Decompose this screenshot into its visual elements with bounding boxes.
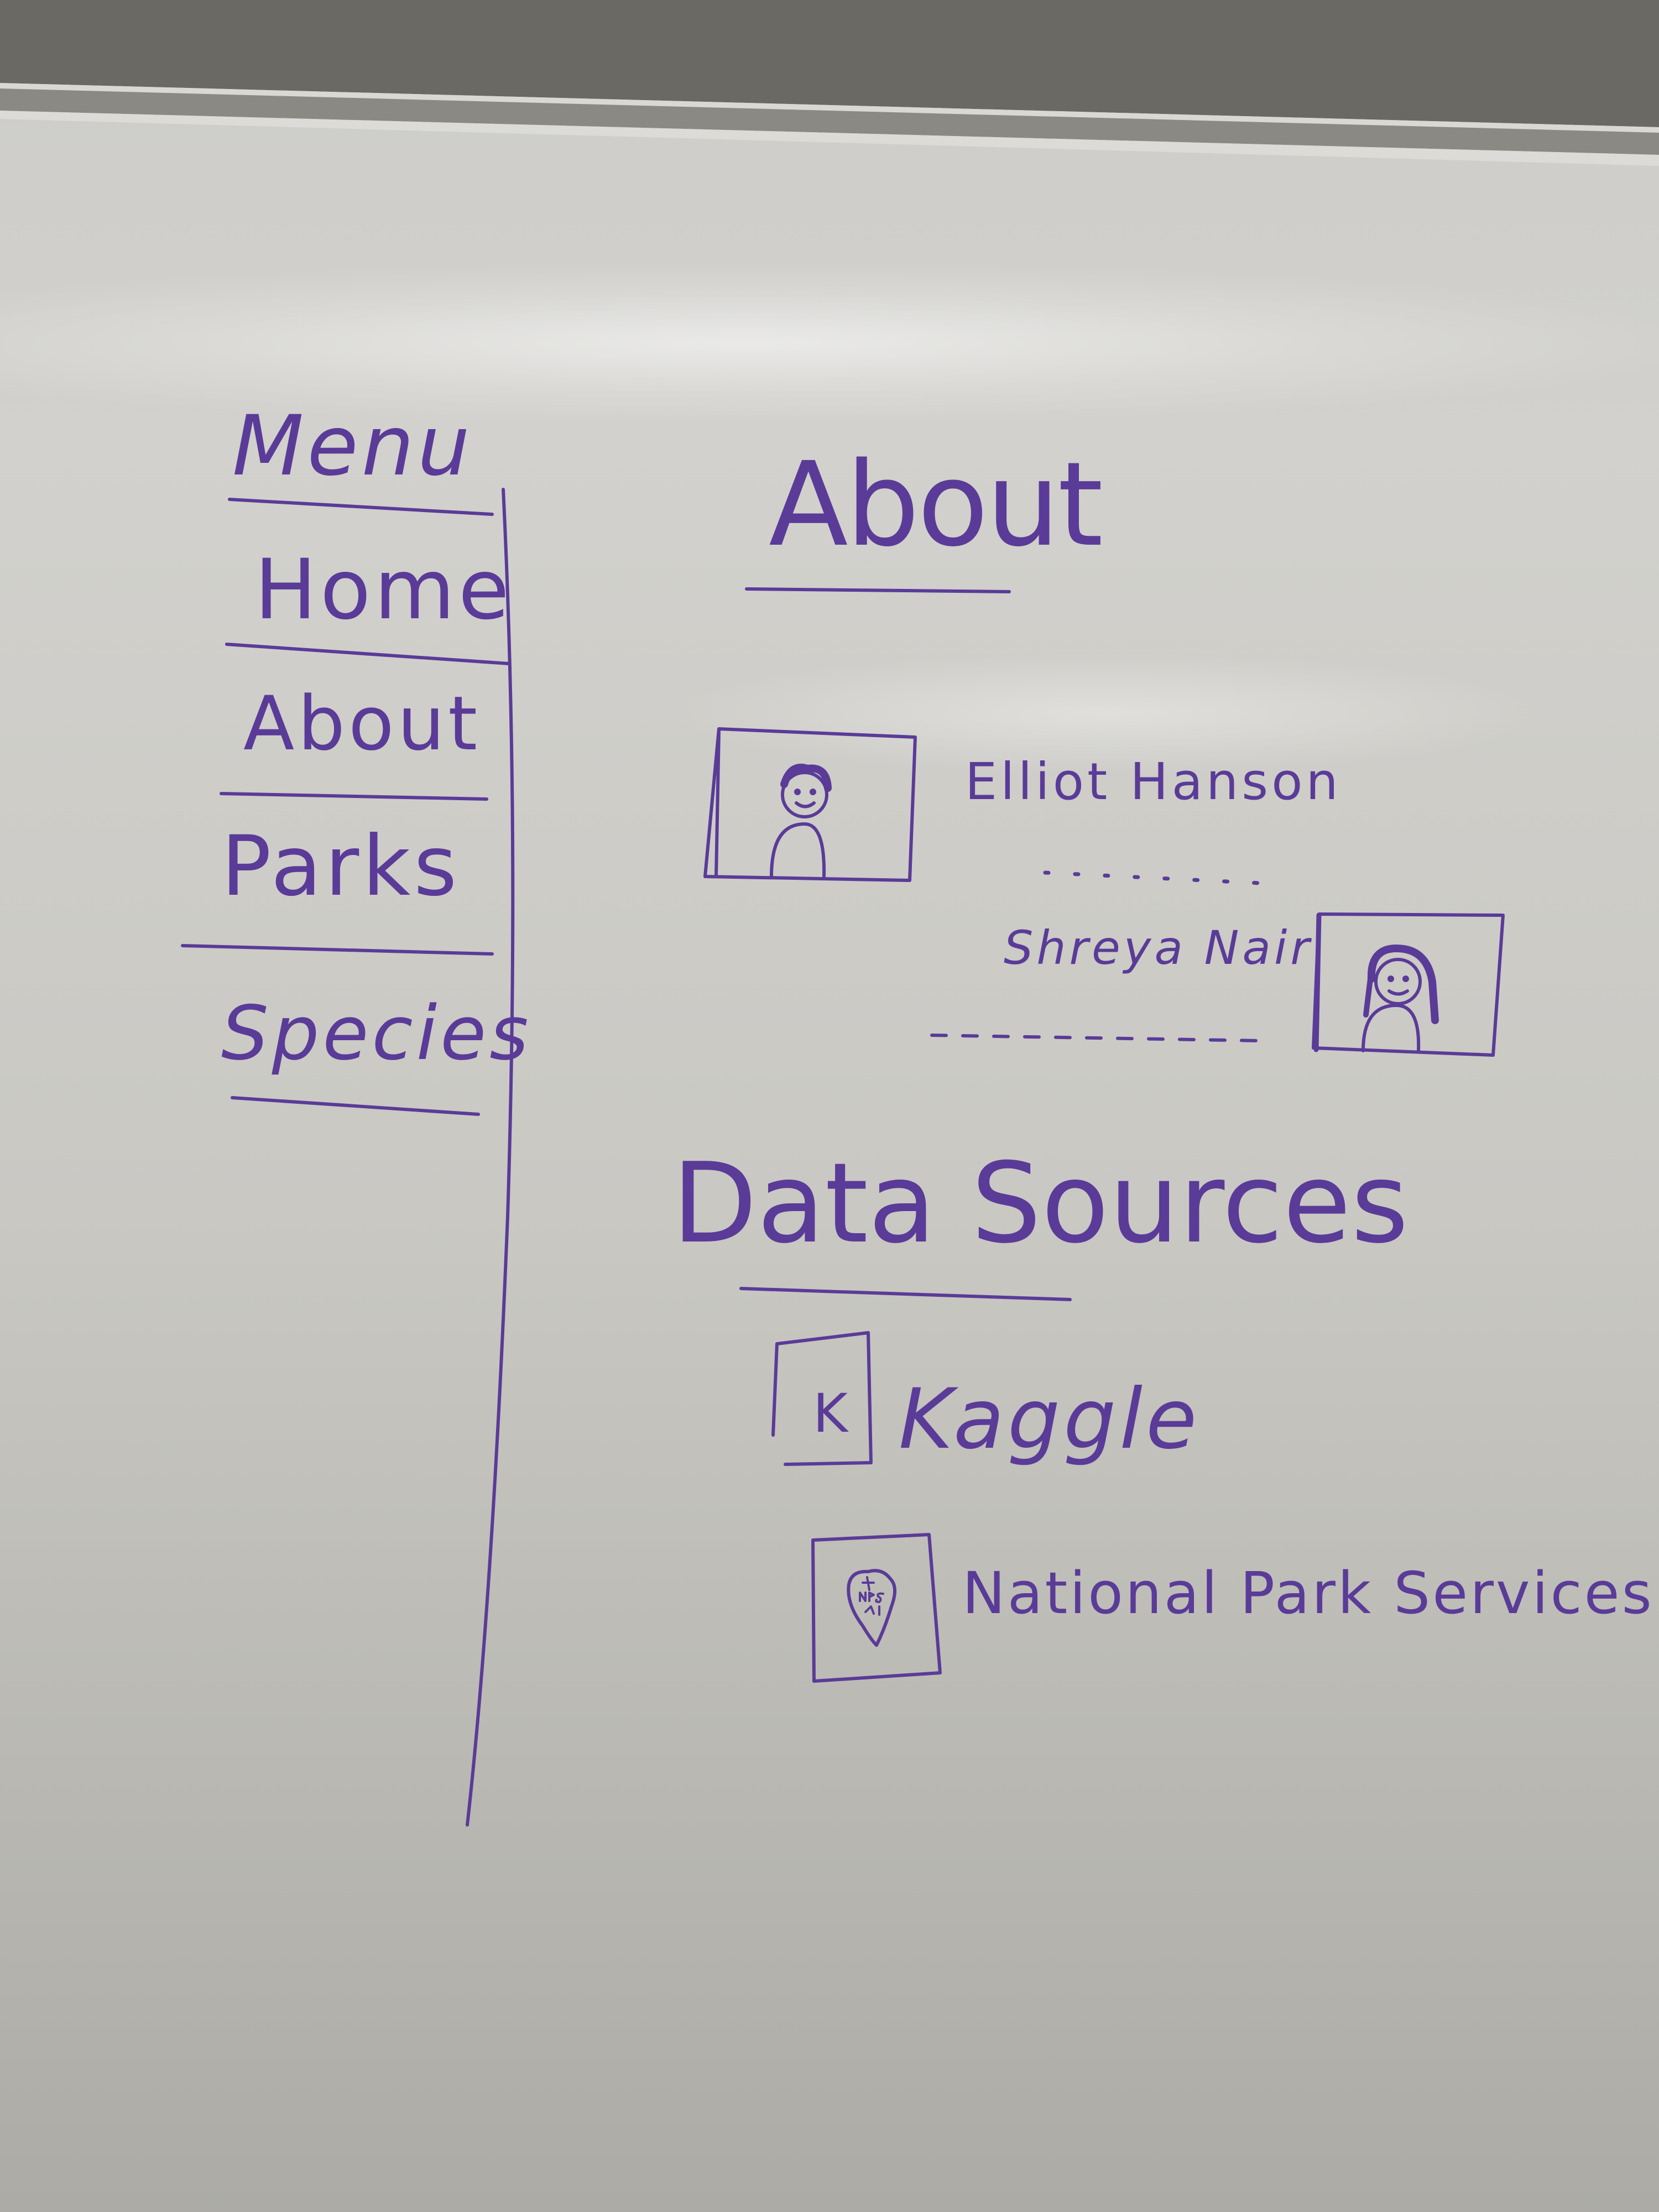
member-name-shreya: Shreya Nair xyxy=(1004,921,1313,975)
nav-item-home[interactable]: Home xyxy=(254,542,513,638)
data-source-nps[interactable]: National Park Services xyxy=(962,1559,1654,1627)
light-glare xyxy=(0,265,1659,420)
about-title-underline xyxy=(745,587,1011,593)
nav-divider-parks xyxy=(181,944,494,956)
nav-divider-about xyxy=(220,792,488,801)
nav-item-species[interactable]: Species xyxy=(221,990,532,1077)
nps-badge-box xyxy=(811,1533,942,1683)
about-heading: About xyxy=(769,437,1103,572)
nav-divider-species xyxy=(231,1096,480,1116)
kaggle-logo-icon xyxy=(771,1331,873,1466)
data-source-kaggle[interactable]: Kaggle xyxy=(899,1371,1201,1468)
nav-item-about[interactable]: About xyxy=(243,680,481,767)
member-photo-shreya xyxy=(1312,912,1505,1057)
member2-description-dots xyxy=(930,1034,1262,1042)
person-long-hair-icon xyxy=(1361,945,1439,1052)
data-sources-title-underline xyxy=(739,1287,1072,1301)
nav-divider-home xyxy=(225,643,510,665)
person-short-hair-icon xyxy=(770,763,832,878)
kaggle-logo-letter: K xyxy=(813,1383,851,1444)
nps-badge-icon xyxy=(847,1569,896,1647)
nav-item-parks[interactable]: Parks xyxy=(221,818,461,915)
member1-description-dots xyxy=(1043,870,1274,886)
member-photo-elliot xyxy=(703,727,917,882)
menu-title: Menu xyxy=(232,398,473,494)
member-name-elliot: Elliot Hanson xyxy=(965,752,1342,811)
data-sources-heading: Data Sources xyxy=(672,1139,1409,1268)
menu-title-underline xyxy=(228,498,494,516)
sidebar-divider xyxy=(466,488,515,1827)
whiteboard-frame xyxy=(0,0,1659,166)
light-glare-lower xyxy=(664,653,1548,774)
